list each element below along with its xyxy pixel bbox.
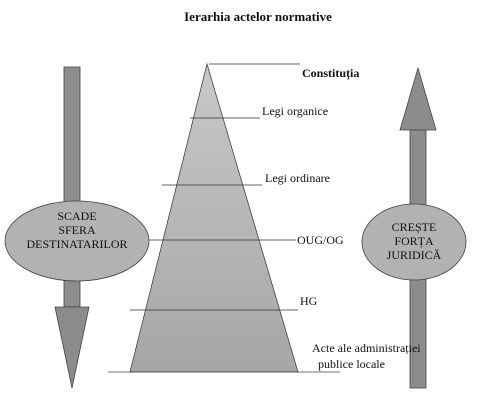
left-oval-line2: SFERA [58,223,96,237]
right-oval-line2: FORȚA [394,234,434,248]
left-oval-line1: SCADE [57,209,96,223]
right-oval: CREȘTE FORȚA JURIDICĂ [361,203,467,281]
diagram-title: Ierarhia actelor normative [184,9,332,24]
left-oval: SCADE SFERA DESTINATARILOR [4,200,150,282]
level-label-constitutia: Constituția [302,66,359,81]
level-label-oug-og: OUG/OG [297,233,344,247]
level-label-legi-ordinare: Legi ordinare [265,171,330,185]
left-oval-line3: DESTINATARILOR [26,237,127,251]
right-oval-line3: JURIDICĂ [387,248,442,262]
level-label-legi-organice: Legi organice [262,104,328,118]
level-label-acte-line1: Acte ale administrației [312,341,421,355]
level-label-hg: HG [300,294,318,308]
right-oval-line1: CREȘTE [392,220,437,234]
level-label-acte-line2: publice locale [318,357,385,371]
